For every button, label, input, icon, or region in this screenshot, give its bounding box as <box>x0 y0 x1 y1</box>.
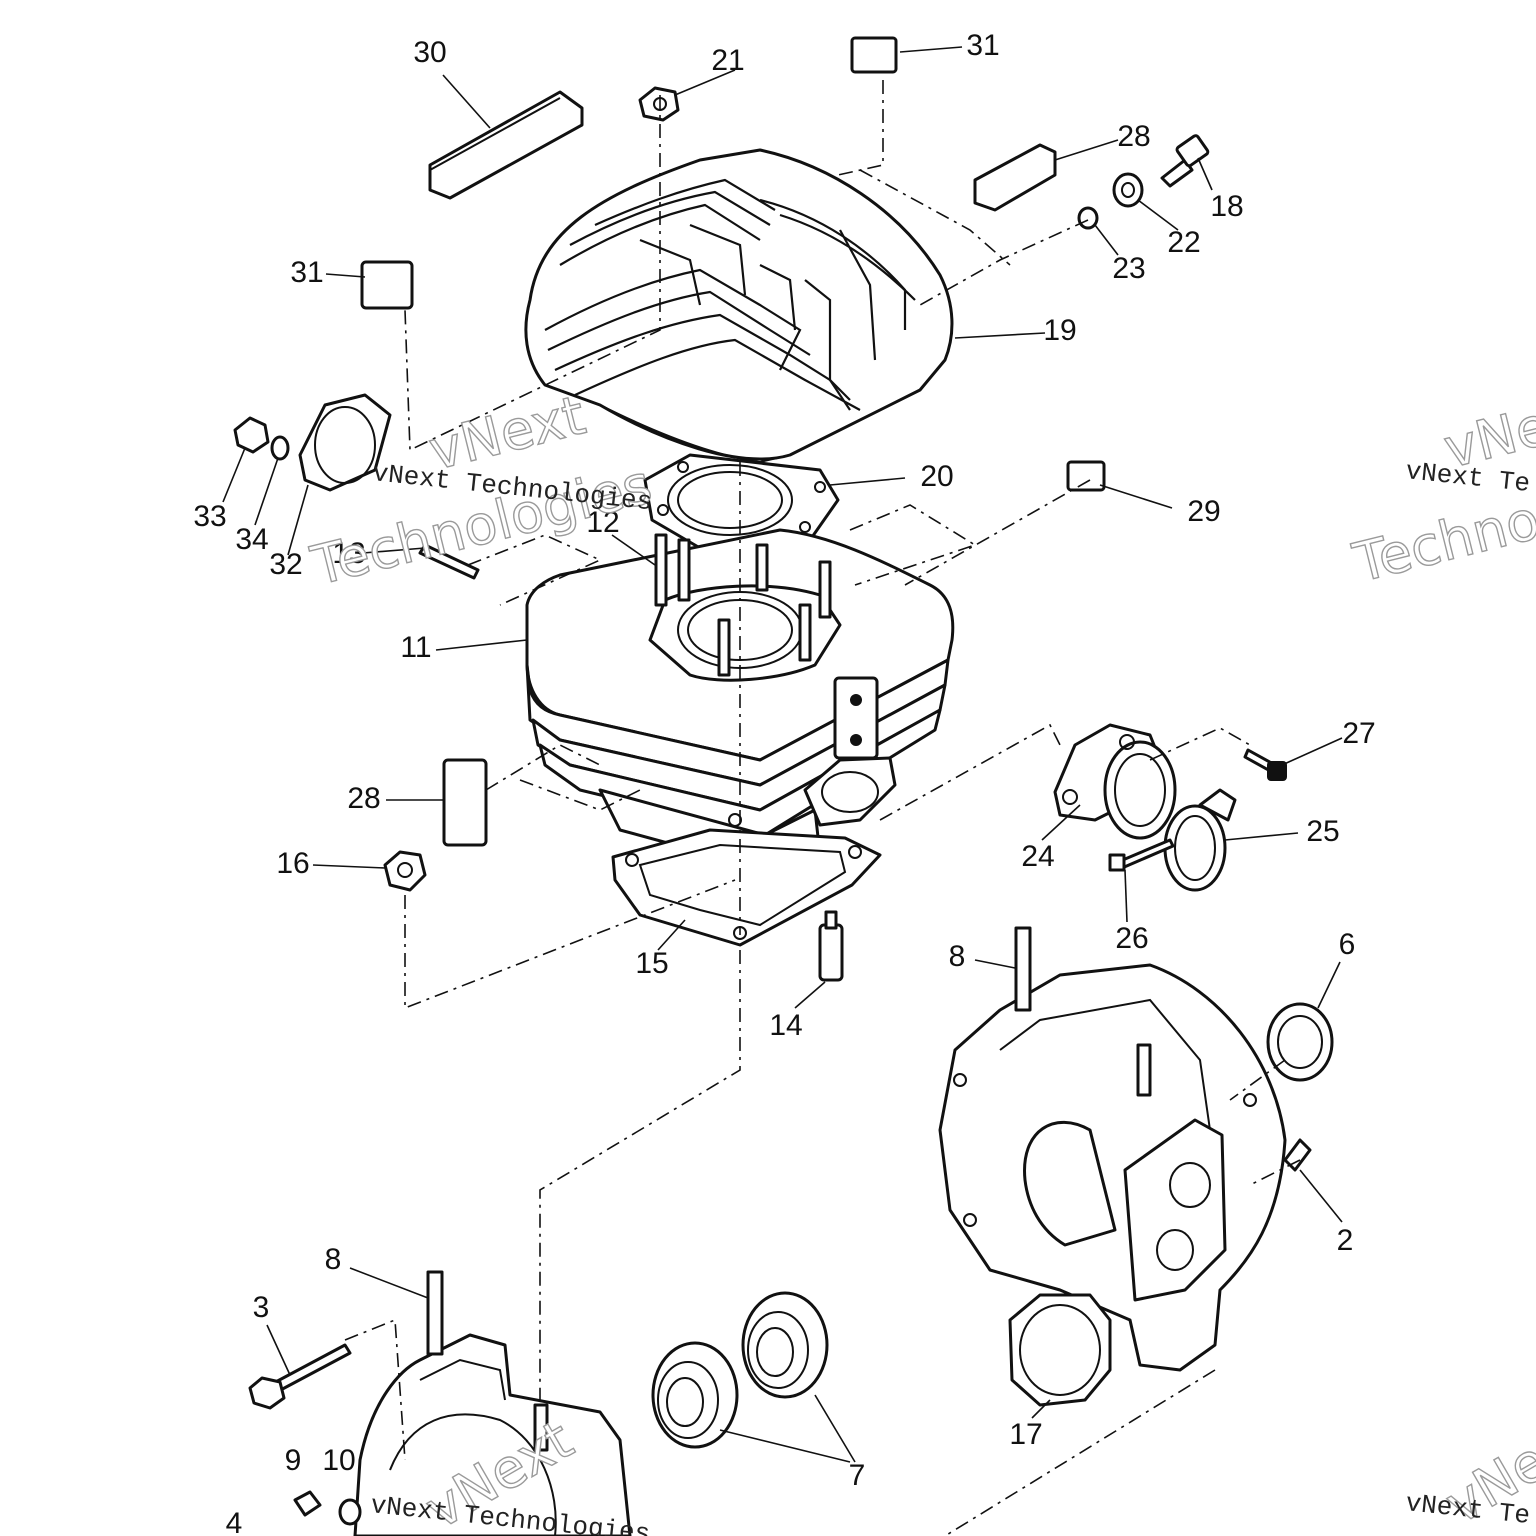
callout-4: 4 <box>226 1507 243 1536</box>
callout-8-right: 8 <box>949 940 966 973</box>
small-washer-10 <box>338 1498 362 1526</box>
callout-31-left: 31 <box>290 256 323 289</box>
callout-32: 32 <box>269 548 302 581</box>
callout-30: 30 <box>413 36 446 69</box>
cylinder-nut <box>383 850 427 892</box>
exhaust-stud <box>418 543 480 580</box>
callout-21: 21 <box>711 44 744 77</box>
callout-28-top: 28 <box>1117 120 1150 153</box>
flange-bolt <box>1243 748 1287 781</box>
callout-19: 19 <box>1043 314 1076 347</box>
intake-manifold <box>1053 723 1177 840</box>
callout-3: 3 <box>253 1291 270 1324</box>
callout-11: 11 <box>400 631 431 664</box>
leader-lines <box>222 46 1343 1463</box>
head-gasket <box>643 453 840 550</box>
callout-9: 9 <box>285 1444 302 1477</box>
intake-clamp <box>1163 788 1237 892</box>
callout-12: 12 <box>586 506 619 539</box>
callout-22: 22 <box>1167 226 1200 259</box>
callout-28-left: 28 <box>347 782 380 815</box>
bearing-large <box>741 1291 829 1399</box>
callout-34: 34 <box>235 523 268 556</box>
small-washer <box>1077 206 1099 230</box>
cylinder-studs <box>654 533 832 677</box>
exhaust-nut <box>233 416 270 454</box>
exhaust-washer <box>270 435 290 461</box>
cylinder-head <box>524 148 954 464</box>
callout-26: 26 <box>1115 922 1148 955</box>
callout-6: 6 <box>1339 928 1356 961</box>
callout-14: 14 <box>769 1009 802 1042</box>
callout-17: 17 <box>1009 1418 1042 1451</box>
callout-8-left: 8 <box>325 1243 342 1276</box>
callout-10: 10 <box>322 1444 355 1477</box>
crankcase-gasket <box>1008 1293 1112 1407</box>
cylinder-fitting <box>818 910 844 982</box>
callout-15: 15 <box>635 947 668 980</box>
head-bolt <box>1160 134 1210 188</box>
callout-16: 16 <box>276 847 309 880</box>
callout-7: 7 <box>849 1459 866 1492</box>
callout-24: 24 <box>1021 840 1054 873</box>
callout-33: 33 <box>193 500 226 533</box>
callout-labels: 30 21 31 28 18 22 23 19 31 33 34 32 12 1… <box>193 29 1375 1536</box>
clamp-screw <box>1108 838 1175 872</box>
crank-seal <box>1266 1002 1334 1082</box>
callout-23: 23 <box>1112 252 1145 285</box>
watermark-right: vNext Technologies vNext Te <box>1346 381 1536 596</box>
crankcase-left <box>353 1270 632 1536</box>
small-bolt-9 <box>293 1490 322 1517</box>
decal-block-31-top <box>850 36 898 74</box>
decal-block-31-left <box>360 260 414 310</box>
decal-block-29 <box>1066 460 1106 492</box>
decal-block-28-top <box>973 143 1057 212</box>
crankcase-right <box>938 926 1287 1372</box>
callout-27: 27 <box>1342 717 1375 750</box>
assembly-lines <box>344 80 1301 1536</box>
head-nut <box>638 86 680 122</box>
dowel-pin <box>1283 1138 1312 1172</box>
callout-25: 25 <box>1306 815 1339 848</box>
decal-block-30 <box>428 90 584 200</box>
bearing-small <box>651 1341 739 1449</box>
callout-18: 18 <box>1210 190 1243 223</box>
decal-block-28-left <box>442 758 488 847</box>
bolt-washer <box>1112 172 1144 208</box>
callout-29: 29 <box>1187 495 1220 528</box>
callout-31-top: 31 <box>966 29 999 62</box>
watermark-bottom: vNext vNext Technologies vNext vNext Te <box>369 1402 1536 1536</box>
callout-20: 20 <box>920 460 953 493</box>
callout-2: 2 <box>1337 1224 1354 1257</box>
exhaust-gasket <box>298 393 392 492</box>
crankcase-bolt <box>248 1343 352 1410</box>
callout-13: 13 <box>332 537 365 570</box>
